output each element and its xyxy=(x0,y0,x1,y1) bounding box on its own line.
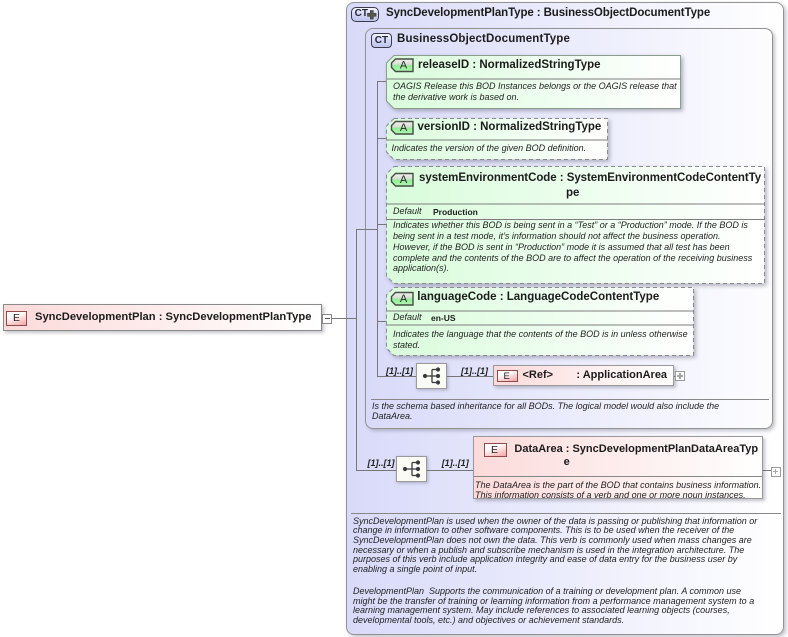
svg-text:A: A xyxy=(400,174,408,186)
svg-text:A: A xyxy=(400,122,408,134)
svg-text:A: A xyxy=(400,293,408,305)
svg-text:A: A xyxy=(400,60,408,72)
